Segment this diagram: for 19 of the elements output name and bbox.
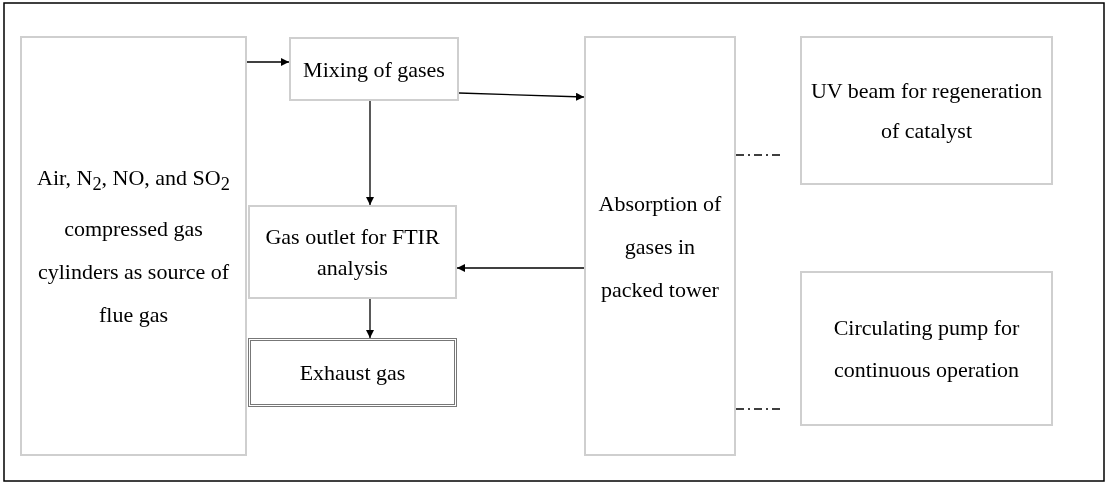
arrow	[366, 100, 374, 206]
process-box	[248, 205, 457, 299]
arrow	[246, 58, 290, 66]
box-label: Gas outlet for FTIR analysis	[264, 223, 441, 282]
process-box	[20, 36, 247, 456]
process-box	[800, 271, 1053, 426]
box-label: Exhaust gas	[298, 358, 407, 387]
process-box	[800, 36, 1053, 185]
box-label: Mixing of gases	[302, 55, 446, 84]
box-label: Circulating pump for continuous operation	[832, 313, 1021, 384]
process-box	[289, 37, 459, 101]
process-box	[584, 36, 736, 456]
arrow	[456, 264, 585, 272]
process-box	[248, 338, 457, 407]
box-label: UV beam for regeneration of catalyst	[809, 76, 1044, 145]
arrow	[458, 92, 585, 101]
box-label: Absorption of gases in packed tower	[597, 189, 723, 304]
box-label: Air, N$_{2}$, NO, and SO$_{2}$ compressed gas cylinders as source of flue gas	[36, 164, 231, 329]
arrow	[366, 298, 374, 339]
